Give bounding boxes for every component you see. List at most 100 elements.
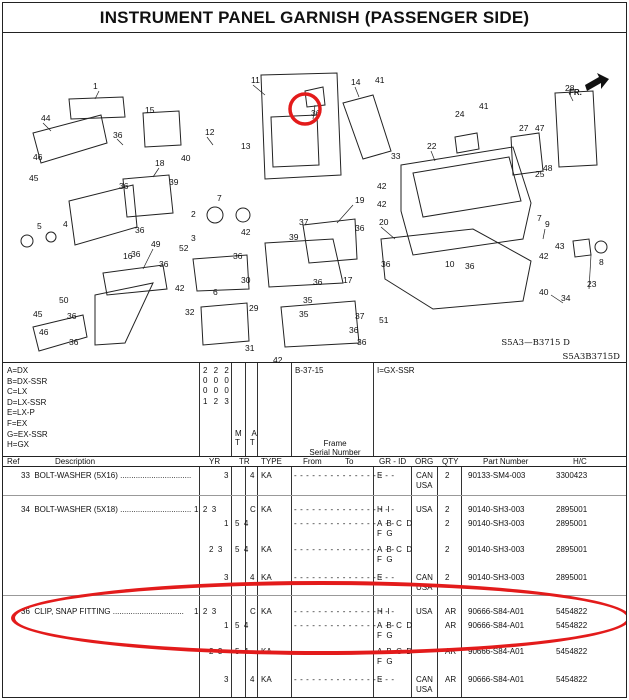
origin: USA bbox=[416, 607, 433, 616]
callout-number: 36 bbox=[311, 108, 321, 118]
callout-number: 7 bbox=[217, 193, 222, 203]
callout-number: 35 bbox=[303, 295, 313, 305]
callout-number: 45 bbox=[29, 173, 39, 183]
part-16-garnish bbox=[68, 184, 138, 246]
garnish-panel bbox=[260, 72, 342, 180]
grade-id-continued: F G bbox=[377, 657, 393, 666]
callout-number: 12 bbox=[205, 127, 215, 137]
callout-number: 40 bbox=[181, 153, 191, 163]
legend-item: F=EX bbox=[7, 418, 28, 428]
callout-number: 42 bbox=[273, 355, 283, 363]
part-number: 90666-S84-A01 bbox=[468, 675, 525, 684]
year-value: 1 bbox=[224, 621, 229, 630]
grade-id-continued: F G bbox=[377, 529, 393, 538]
callout-number: 20 bbox=[379, 217, 389, 227]
grade-id: H I bbox=[377, 607, 390, 616]
callout-number: 43 bbox=[555, 241, 565, 251]
callout-number: 13 bbox=[241, 141, 251, 151]
reference-page: B-37-15 bbox=[295, 366, 324, 375]
year-value: 1 2 3 bbox=[194, 607, 217, 616]
front-arrow-icon bbox=[585, 73, 609, 91]
callout-number: 39 bbox=[169, 177, 179, 187]
origin: CAN bbox=[416, 573, 433, 582]
origin: CAN bbox=[416, 675, 433, 684]
legend-extra-item: I=GX-SSR bbox=[377, 366, 415, 375]
lower-pocket bbox=[280, 300, 360, 348]
quantity: 2 bbox=[445, 505, 450, 514]
diagram-code-b: S5A3B3715D bbox=[562, 352, 620, 362]
leader-line bbox=[354, 86, 360, 98]
legend-item: E=LX-P bbox=[7, 408, 35, 418]
type-value: KA bbox=[261, 505, 272, 514]
part-44-garnish bbox=[32, 114, 108, 164]
leader-line bbox=[142, 248, 154, 270]
leader-line bbox=[42, 122, 52, 132]
trim-value: 5 4 bbox=[235, 621, 249, 630]
col-qty: QTY bbox=[442, 457, 459, 466]
serial-text: Serial Number bbox=[309, 448, 361, 457]
callout-number: 32 bbox=[185, 307, 195, 317]
type-value: KA bbox=[261, 471, 272, 480]
callout-number: 1 bbox=[93, 81, 98, 91]
callout-number: 19 bbox=[355, 195, 365, 205]
frame-range-dashes: - - - - - - - - - - - - - - - - - bbox=[294, 519, 395, 528]
part-number: 90140-SH3-003 bbox=[468, 519, 525, 528]
col-type: TYPE bbox=[261, 457, 282, 466]
callout-number: 36 bbox=[135, 225, 145, 235]
lower-panel-left bbox=[264, 238, 344, 288]
trim-value: 5 4 bbox=[235, 647, 249, 656]
quantity: 2 bbox=[445, 471, 450, 480]
callout-number: 36 bbox=[465, 261, 475, 271]
quantity: AR bbox=[445, 647, 457, 656]
quantity: AR bbox=[445, 607, 457, 616]
callout-number: 36 bbox=[313, 277, 323, 287]
glove-box-lid bbox=[400, 146, 532, 256]
callout-number: 16 bbox=[123, 251, 133, 261]
callout-number: 51 bbox=[379, 315, 389, 325]
leader-line bbox=[252, 84, 266, 96]
vent-opening bbox=[304, 86, 326, 108]
part-5 bbox=[20, 234, 34, 248]
callout-number: 33 bbox=[391, 151, 401, 161]
type-value: KA bbox=[261, 573, 272, 582]
callout-number: 50 bbox=[59, 295, 69, 305]
callout-number: 42 bbox=[241, 227, 251, 237]
callout-number: 36 bbox=[381, 259, 391, 269]
diagram-code-a: S5A3—B3715 D bbox=[501, 338, 570, 348]
legend-item: H=GX bbox=[7, 440, 30, 450]
callout-number: 46 bbox=[39, 327, 49, 337]
callout-number: 36 bbox=[355, 223, 365, 233]
frame-range-dashes: - - - - - - - - - - - - - - - - - bbox=[294, 545, 395, 554]
callout-number: 48 bbox=[543, 163, 553, 173]
part-27-vent bbox=[510, 132, 544, 176]
callout-number: 29 bbox=[249, 303, 259, 313]
part-28-duct bbox=[554, 90, 598, 168]
callout-number: 36 bbox=[113, 130, 123, 140]
part-30 bbox=[192, 254, 250, 292]
page-title: INSTRUMENT PANEL GARNISH (PASSENGER SIDE… bbox=[3, 3, 626, 33]
column-headers: Ref Description YR TR TYPE From To GR - … bbox=[3, 457, 626, 467]
callout-number: 27 bbox=[519, 123, 529, 133]
callout-number: 47 bbox=[535, 123, 545, 133]
frame-range-dashes: - - - - - - - - - - - - - - - - - bbox=[294, 607, 395, 616]
frame-range-dashes: - - - - - - - - - - - - - - - - - bbox=[294, 505, 395, 514]
year-value: 3 bbox=[224, 573, 229, 582]
quantity: 2 bbox=[445, 545, 450, 554]
col-org: ORG bbox=[415, 457, 434, 466]
part-number: 90666-S84-A01 bbox=[468, 621, 525, 630]
part-23 bbox=[572, 238, 592, 258]
trim-value: C bbox=[250, 505, 256, 514]
quantity: AR bbox=[445, 675, 457, 684]
callout-number: 5 bbox=[37, 221, 42, 231]
leader-line bbox=[336, 204, 354, 224]
col-to: To bbox=[345, 457, 354, 466]
callout-number: 8 bbox=[599, 257, 604, 267]
callout-number: 46 bbox=[33, 152, 43, 162]
part-50 bbox=[32, 314, 88, 352]
part-number: 90140-SH3-003 bbox=[468, 545, 525, 554]
part-number: 90666-S84-A01 bbox=[468, 607, 525, 616]
callout-number: 44 bbox=[41, 113, 51, 123]
